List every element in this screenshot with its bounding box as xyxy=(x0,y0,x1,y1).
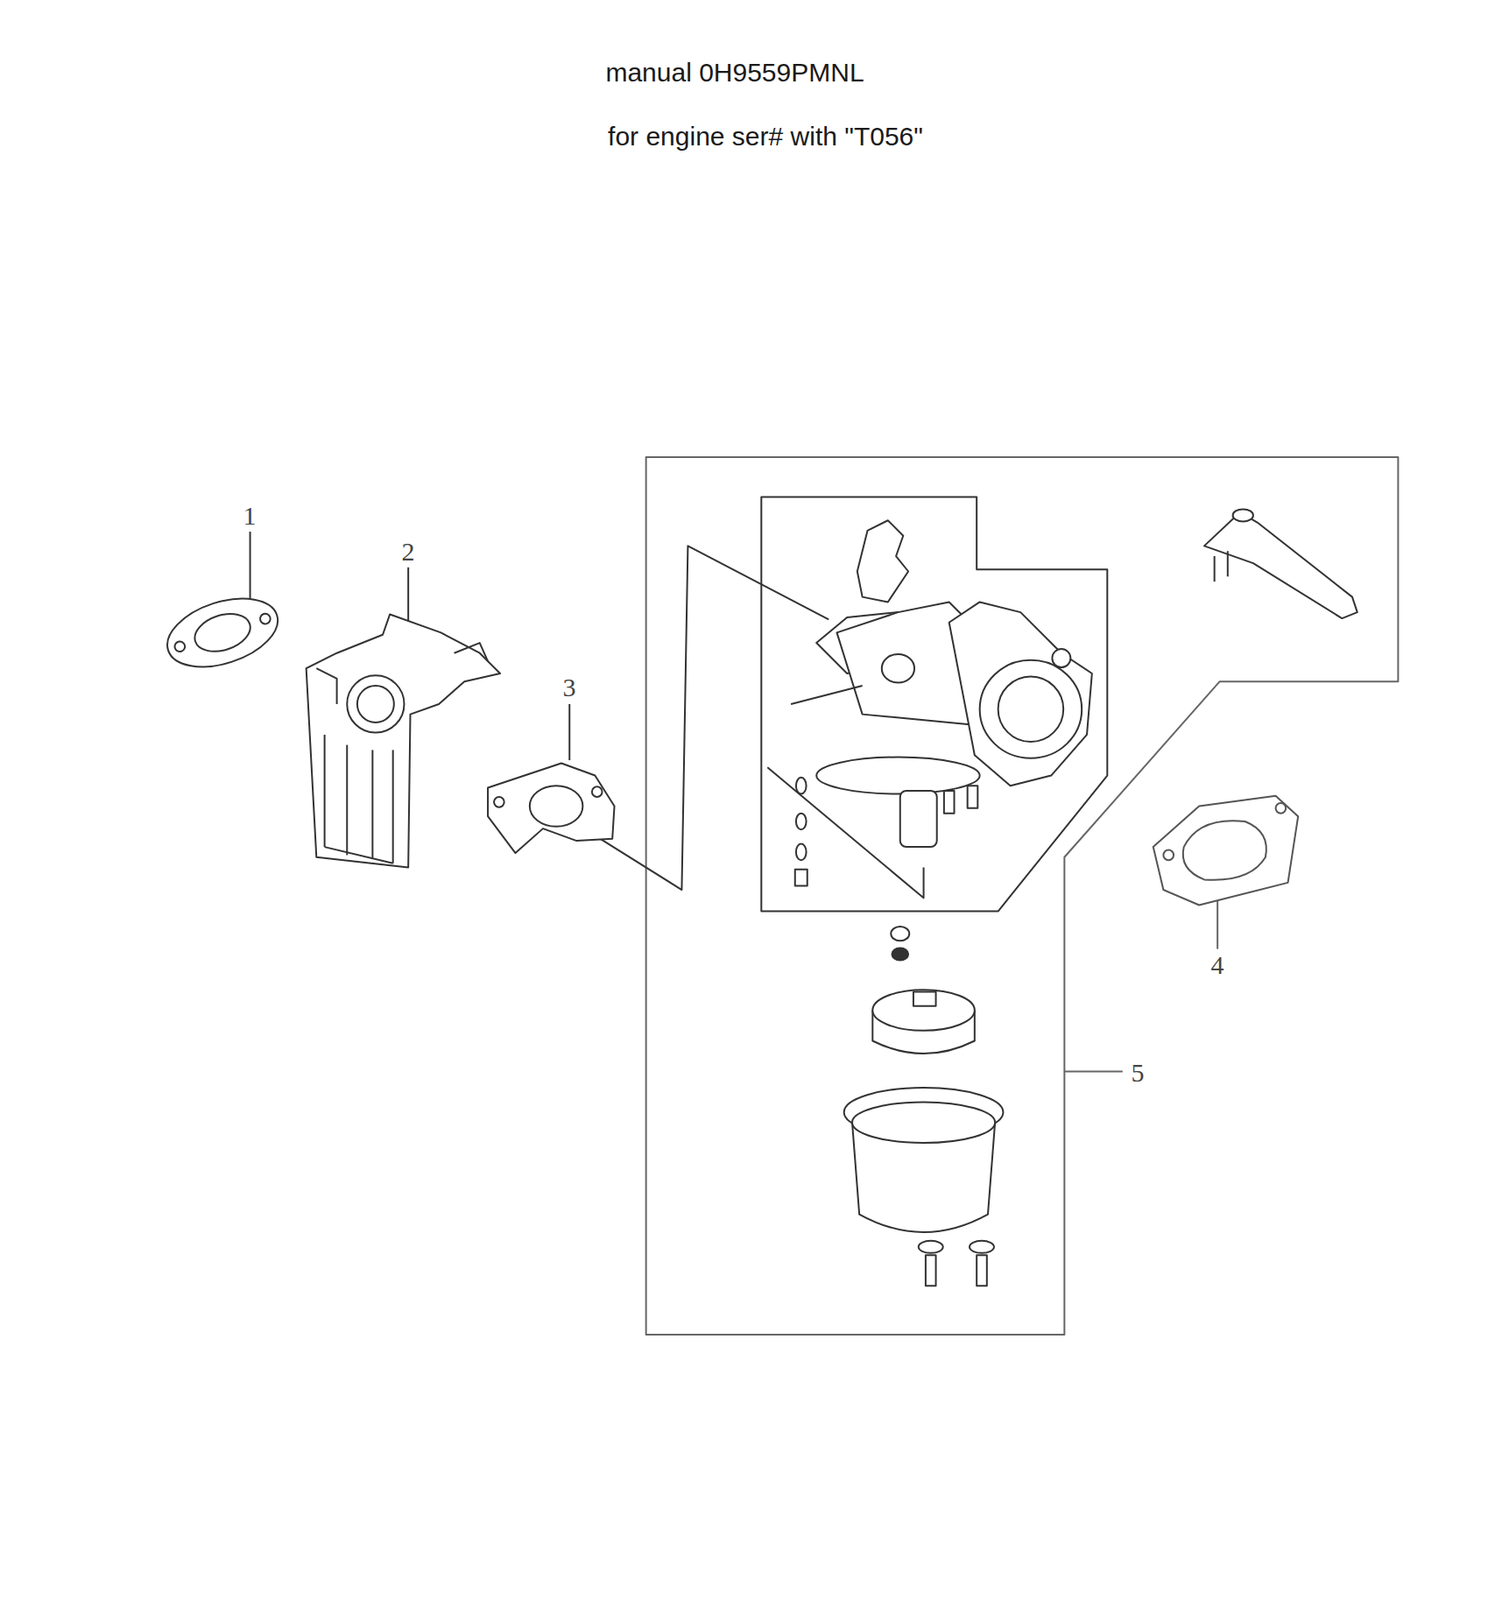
callout-number: 4 xyxy=(1211,950,1225,980)
leader-line xyxy=(407,567,410,625)
float-bowl xyxy=(844,1087,1004,1233)
callout-number: 3 xyxy=(563,672,577,702)
manual-title: manual 0H9559PMNL xyxy=(605,57,864,87)
screw xyxy=(918,1241,995,1286)
callout-number: 5 xyxy=(1131,1057,1145,1087)
callout-number: 2 xyxy=(401,536,416,566)
carburetor xyxy=(790,520,1093,886)
sub-group-bracket xyxy=(761,496,1108,911)
gasket xyxy=(487,763,614,854)
leader-line xyxy=(1216,901,1219,950)
washer xyxy=(890,926,910,960)
leader-line xyxy=(568,704,571,761)
gasket xyxy=(1153,796,1298,906)
callout-number: 1 xyxy=(243,500,257,530)
leader-line xyxy=(1064,1070,1122,1072)
leader-line xyxy=(249,531,252,605)
insulator xyxy=(306,613,501,868)
choke-lever xyxy=(1204,508,1358,619)
group-bracket xyxy=(646,457,1399,1335)
serial-note: for engine ser# with "T056" xyxy=(607,121,924,151)
float xyxy=(872,989,975,1054)
gasket xyxy=(158,585,287,680)
